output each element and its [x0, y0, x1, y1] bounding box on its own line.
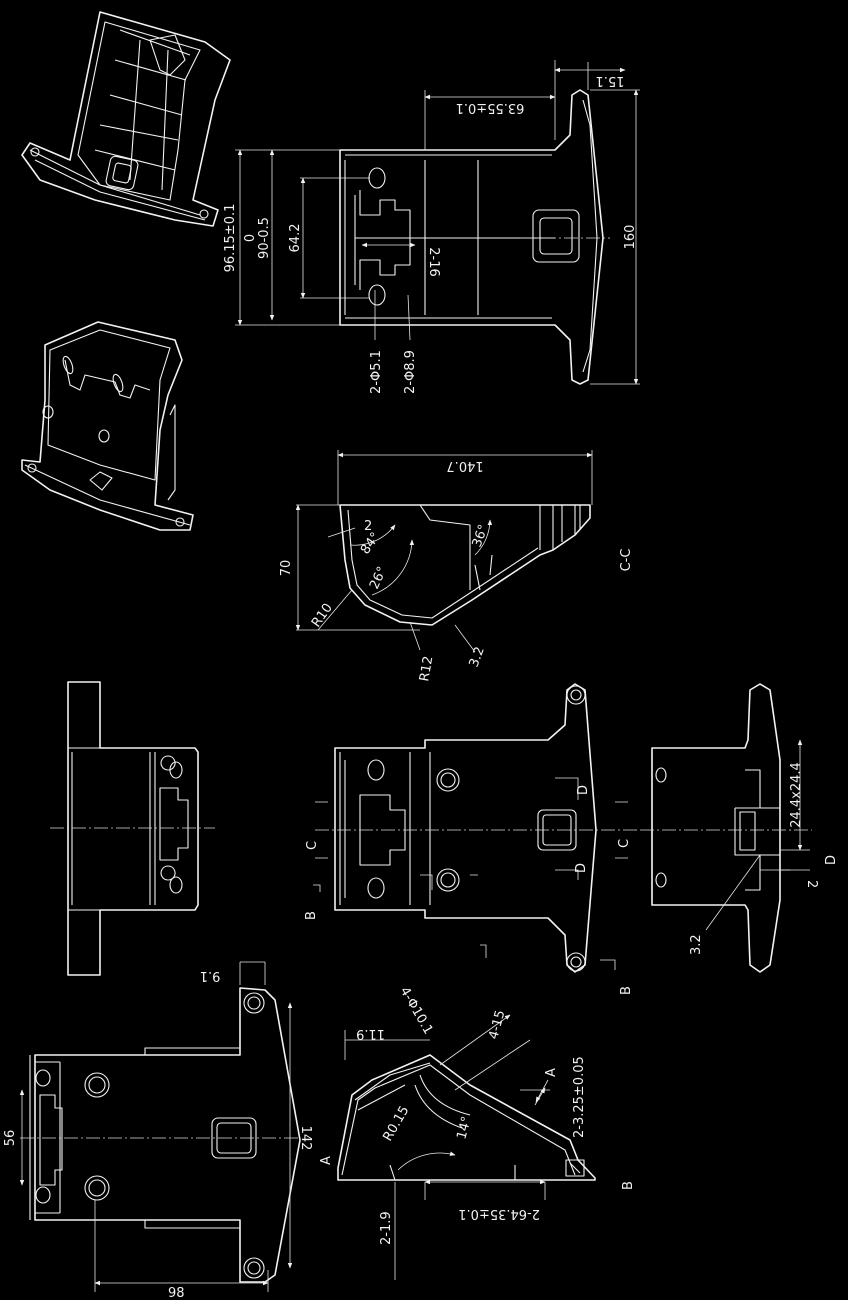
top-dim-642: 64.2 — [288, 224, 303, 253]
middle-label-b-top: B — [304, 911, 319, 920]
cc-label: C-C — [619, 549, 634, 572]
cc-dim-length: 140.7 — [446, 458, 483, 473]
cc-dim-32: 3.2 — [467, 645, 488, 670]
top-dim-90: 90-0.5 — [257, 217, 272, 259]
front-dim-holes: 56 — [3, 1130, 18, 1147]
section-dim-19: 2-1.9 — [379, 1211, 394, 1245]
isometric-view-top — [21, 11, 231, 227]
top-dim-89: 2-Φ8.9 — [403, 350, 418, 394]
section-label-b: B — [621, 1181, 636, 1190]
middle-label-c-left: C — [305, 841, 320, 850]
cc-dim-84: 84° — [358, 530, 384, 557]
section-dim-14: 14° — [454, 1115, 474, 1141]
section-dim-6435: 2-64.35±0.1 — [458, 1206, 540, 1221]
cc-dim-36: 36° — [470, 523, 492, 550]
cc-dim-height: 70 — [279, 560, 294, 577]
section-dim-119: 11.9 — [356, 1026, 385, 1041]
cc-dim-2: 2 — [364, 519, 372, 534]
section-dim-holes: 4-Φ10.1 — [397, 985, 436, 1038]
cc-dim-r12: R12 — [417, 655, 436, 683]
side-section-view — [337, 1014, 596, 1280]
section-arrow-a — [535, 1079, 549, 1103]
detail-dim-32: 3.2 — [689, 934, 704, 955]
top-dim-9615: 96.15±0.1 — [223, 204, 238, 273]
cc-dim-r10: R10 — [309, 601, 336, 631]
middle-label-c-right: C — [617, 839, 632, 848]
section-label-a-left: A — [319, 1156, 334, 1165]
section-dim-r015: R0.15 — [380, 1104, 412, 1144]
side-view-left — [50, 681, 215, 976]
top-dim-151: 15.1 — [596, 73, 625, 88]
top-dim-160: 160 — [623, 225, 638, 250]
section-dim-325: 2-3.25±0.05 — [572, 1056, 587, 1138]
section-label-a-right: A — [544, 1068, 559, 1077]
front-dim-height: 142 — [298, 1126, 313, 1151]
top-dim-216: 2-16 — [426, 247, 441, 277]
section-dim-slot: 4-15 — [486, 1009, 508, 1041]
detail-label-d: D — [824, 855, 839, 865]
top-dim-63: 63.55±0.1 — [456, 100, 525, 115]
middle-view — [313, 683, 640, 973]
top-view — [235, 60, 640, 385]
middle-label-b-bottom: B — [619, 986, 634, 995]
detail-dim-2: 2 — [804, 880, 819, 888]
detail-d-view — [640, 683, 812, 973]
front-dim-width: 98 — [168, 1286, 185, 1300]
middle-label-d-top: D — [576, 785, 591, 795]
front-dim-tab: 9.1 — [200, 968, 221, 983]
top-dim-0: 0 — [243, 234, 258, 242]
top-dim-51: 2-Φ5.1 — [369, 350, 384, 394]
front-view — [19, 961, 301, 1292]
section-cc-view — [295, 450, 593, 653]
middle-label-d-bottom: D — [574, 863, 589, 873]
isometric-view-middle — [21, 321, 194, 531]
detail-dim-boss: 24.4x24.4 — [789, 762, 804, 828]
